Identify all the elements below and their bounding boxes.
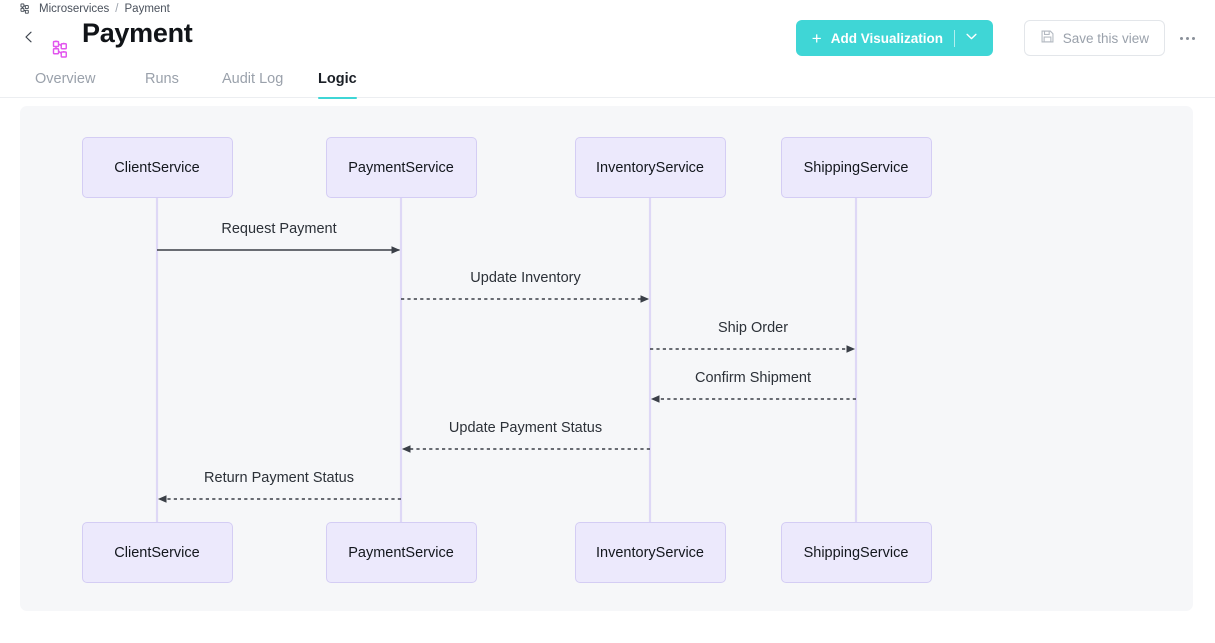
participant-label: InventoryService [596, 545, 704, 561]
microservices-icon [20, 3, 33, 16]
participant-label: InventoryService [596, 160, 704, 176]
chevron-down-icon[interactable] [966, 33, 977, 43]
participant-InventoryService-top[interactable]: InventoryService [575, 137, 726, 198]
message-label-3: Confirm Shipment [695, 370, 811, 386]
save-icon [1040, 29, 1055, 47]
breadcrumb: Microservices / Payment [20, 1, 170, 17]
participant-label: ClientService [114, 160, 199, 176]
tab-runs[interactable]: Runs [145, 60, 179, 98]
tab-label: Audit Log [222, 71, 283, 87]
save-view-label: Save this view [1063, 31, 1149, 46]
message-label-2: Ship Order [718, 320, 788, 336]
title-microservices-icon [52, 40, 72, 60]
tab-label: Runs [145, 71, 179, 87]
message-label-5: Return Payment Status [204, 470, 354, 486]
page-title: Payment [82, 18, 192, 49]
ellipsis-dot [1186, 37, 1189, 40]
plus-icon: + [812, 30, 822, 47]
participant-PaymentService-bottom[interactable]: PaymentService [326, 522, 477, 583]
tab-audit-log[interactable]: Audit Log [222, 60, 283, 98]
participant-label: ClientService [114, 545, 199, 561]
breadcrumb-item-payment[interactable]: Payment [125, 3, 170, 15]
active-tab-underline [318, 97, 357, 100]
ellipsis-dot [1192, 37, 1195, 40]
message-label-1: Update Inventory [470, 270, 580, 286]
chevron-left-icon [23, 31, 35, 43]
sequence-diagram-canvas[interactable]: ClientServiceClientServicePaymentService… [20, 106, 1193, 611]
tab-bar: Overview Runs Audit Log Logic [0, 60, 1215, 98]
participant-PaymentService-top[interactable]: PaymentService [326, 137, 477, 198]
button-divider [954, 30, 955, 47]
participant-label: ShippingService [804, 160, 909, 176]
participant-label: PaymentService [348, 545, 454, 561]
back-button[interactable] [20, 28, 38, 46]
add-visualization-label: Add Visualization [831, 31, 943, 46]
breadcrumb-separator: / [115, 3, 118, 15]
participant-InventoryService-bottom[interactable]: InventoryService [575, 522, 726, 583]
tab-logic[interactable]: Logic [318, 60, 357, 98]
ellipsis-dot [1180, 37, 1183, 40]
save-view-button[interactable]: Save this view [1024, 20, 1165, 56]
add-visualization-button[interactable]: + Add Visualization [796, 20, 993, 56]
more-options-button[interactable] [1175, 28, 1199, 48]
tab-label: Overview [35, 71, 95, 87]
message-label-4: Update Payment Status [449, 420, 602, 436]
participant-label: PaymentService [348, 160, 454, 176]
breadcrumb-item-microservices[interactable]: Microservices [39, 3, 109, 15]
message-label-0: Request Payment [221, 221, 336, 237]
participant-ClientService-top[interactable]: ClientService [82, 137, 233, 198]
participant-ShippingService-top[interactable]: ShippingService [781, 137, 932, 198]
page-header: Payment + Add Visualization Save this vi… [0, 18, 1215, 60]
tab-label: Logic [318, 71, 357, 87]
participant-ShippingService-bottom[interactable]: ShippingService [781, 522, 932, 583]
participant-label: ShippingService [804, 545, 909, 561]
tab-overview[interactable]: Overview [35, 60, 95, 98]
participant-ClientService-bottom[interactable]: ClientService [82, 522, 233, 583]
